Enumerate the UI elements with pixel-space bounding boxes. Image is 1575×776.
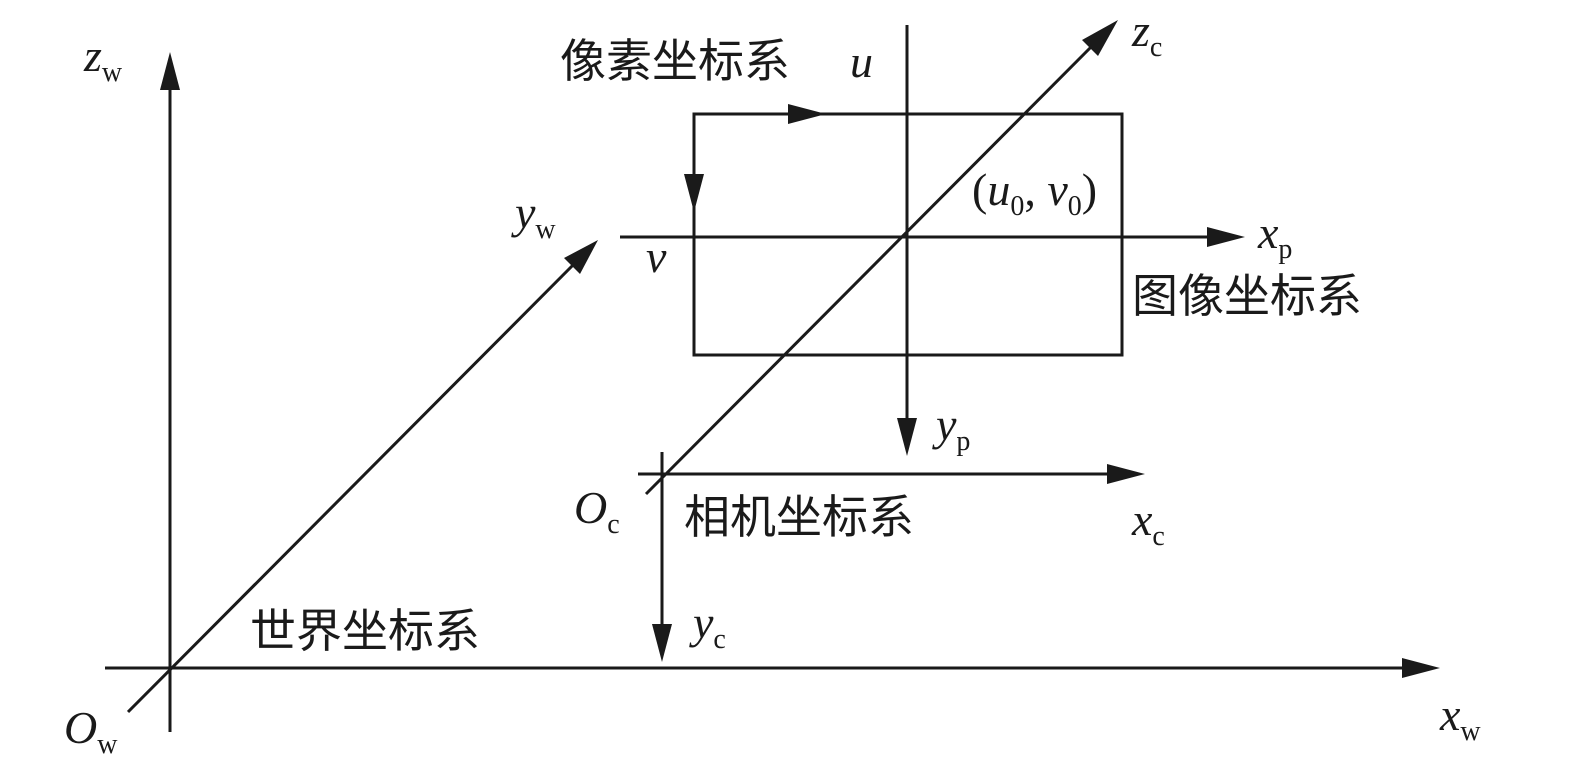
world-x-arrowhead (1402, 658, 1440, 678)
principal-point-label: (u0, v0) (972, 164, 1097, 222)
world-origin-label: Ow (64, 702, 118, 760)
pixel-system-label: 像素坐标系 (560, 34, 790, 88)
world-system-label: 世界坐标系 (250, 604, 480, 658)
image-y-label: yp (932, 399, 970, 457)
world-y-arrowhead (564, 240, 598, 274)
camera-x-label: xc (1131, 494, 1165, 552)
camera-z-axis (644, 38, 1100, 496)
world-x-label: xw (1439, 689, 1481, 747)
camera-z-arrowhead (1082, 20, 1118, 56)
image-system-label: 图像坐标系 (1132, 269, 1362, 323)
world-coordinate-system (105, 52, 1440, 732)
world-z-arrowhead (160, 52, 180, 90)
image-y-arrowhead (897, 418, 917, 456)
camera-origin-label: Oc (574, 482, 620, 540)
image-plane (620, 25, 1245, 456)
camera-y-arrowhead (652, 624, 672, 662)
world-y-label: yw (511, 187, 556, 245)
pixel-u-label: u (850, 36, 873, 87)
camera-coordinate-system (638, 20, 1145, 662)
camera-y-label: yc (689, 597, 726, 655)
world-z-label: zw (83, 30, 123, 88)
camera-x-arrowhead (1107, 464, 1145, 484)
world-y-axis (126, 256, 582, 714)
image-x-arrowhead (1207, 227, 1245, 247)
pixel-v-arrowhead (684, 174, 704, 212)
pixel-u-arrowhead (788, 104, 826, 124)
pixel-v-label: v (646, 231, 667, 282)
camera-system-label: 相机坐标系 (684, 490, 914, 544)
image-x-label: xp (1257, 207, 1292, 265)
camera-z-label: zc (1131, 5, 1162, 63)
